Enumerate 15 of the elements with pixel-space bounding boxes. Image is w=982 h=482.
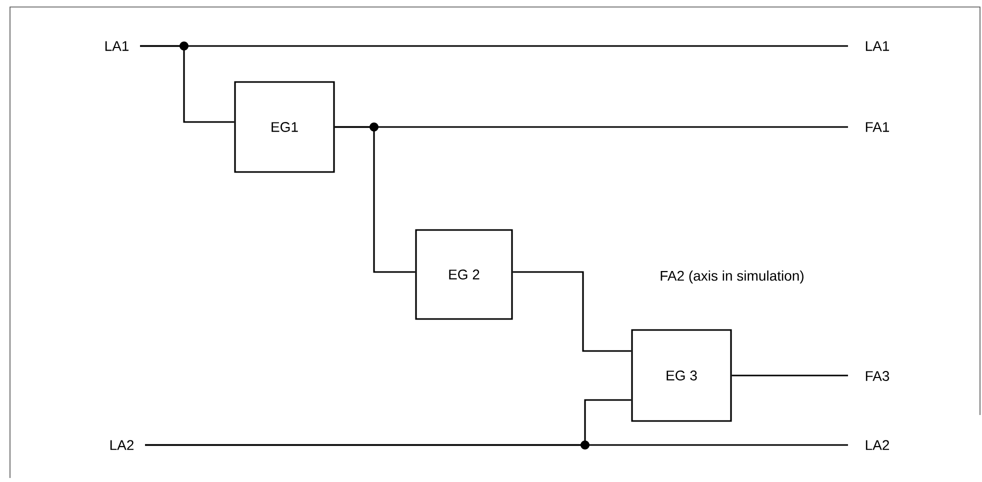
signal-label: LA1 xyxy=(105,41,129,51)
connector-line xyxy=(140,45,234,123)
process-box: EG1 xyxy=(234,81,335,173)
signal-label: FA1 xyxy=(866,122,890,132)
connector-line xyxy=(334,126,416,273)
connector-line xyxy=(145,399,632,446)
signal-label: LA1 xyxy=(866,41,890,51)
signal-label: FA2 (axis in simulation) xyxy=(660,270,804,284)
signal-label: FA3 xyxy=(866,371,890,381)
process-box: EG 3 xyxy=(631,329,732,422)
signal-label: LA2 xyxy=(110,440,134,450)
process-box: EG 2 xyxy=(415,229,513,320)
connector-line xyxy=(512,271,632,352)
connector-line xyxy=(732,374,848,376)
signal-label: LA2 xyxy=(866,440,890,450)
